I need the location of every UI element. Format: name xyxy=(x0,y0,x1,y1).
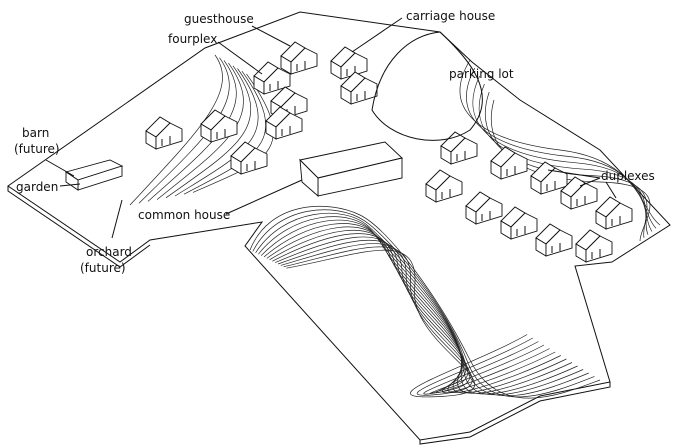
house xyxy=(280,41,318,75)
contour-line xyxy=(260,219,578,395)
house xyxy=(595,196,633,230)
leader-lines xyxy=(45,17,617,239)
contour-line xyxy=(129,54,223,206)
contour-line xyxy=(277,239,545,394)
contour-line xyxy=(484,91,648,238)
contour-line xyxy=(258,216,584,396)
house xyxy=(200,109,238,143)
house xyxy=(253,61,291,95)
house xyxy=(500,206,538,240)
contour-line xyxy=(174,68,259,197)
house xyxy=(490,146,528,180)
contour-line xyxy=(472,75,653,232)
contour-line xyxy=(165,65,252,199)
contour-line xyxy=(490,99,651,242)
house xyxy=(230,141,268,175)
contour-line xyxy=(249,205,601,399)
parking-lot-area xyxy=(371,31,483,141)
contour-line xyxy=(280,243,539,395)
label-barn-note: (future) xyxy=(14,142,60,156)
common-house-building xyxy=(299,141,403,197)
label-common-house: common house xyxy=(138,208,230,222)
contour-line xyxy=(275,236,550,393)
barn-building xyxy=(64,159,124,191)
contour-line xyxy=(255,212,589,397)
house xyxy=(440,131,478,165)
house xyxy=(560,176,598,210)
house xyxy=(535,223,573,257)
contour-line xyxy=(266,226,567,394)
label-garden: garden xyxy=(16,180,58,194)
house xyxy=(425,169,463,203)
label-duplexes: duplexes xyxy=(601,169,655,183)
house xyxy=(340,71,378,105)
site-edge xyxy=(7,186,151,268)
label-guesthouse: guesthouse xyxy=(184,12,254,26)
contour-line xyxy=(283,246,533,396)
contour-line xyxy=(192,73,274,193)
house xyxy=(265,106,303,140)
contour-line xyxy=(269,230,561,393)
label-parking-lot: parking lot xyxy=(449,67,514,81)
contour-lines xyxy=(129,54,661,399)
contour-line xyxy=(252,209,595,398)
site-edge xyxy=(419,382,611,445)
contour-line xyxy=(478,83,649,235)
label-carriage-house: carriage house xyxy=(406,9,495,23)
label-orchard: orchard xyxy=(86,245,132,259)
house xyxy=(145,116,183,150)
label-barn: barn xyxy=(22,126,49,140)
house xyxy=(465,191,503,225)
contour-line xyxy=(263,223,573,394)
contour-line xyxy=(286,249,528,398)
label-fourplex: fourplex xyxy=(168,32,217,46)
contour-line xyxy=(272,233,556,393)
contour-line xyxy=(183,70,266,195)
house xyxy=(575,229,613,263)
contour-line xyxy=(459,59,661,226)
buildings xyxy=(145,41,633,263)
label-orchard-note: (future) xyxy=(80,261,126,275)
house xyxy=(330,46,368,80)
